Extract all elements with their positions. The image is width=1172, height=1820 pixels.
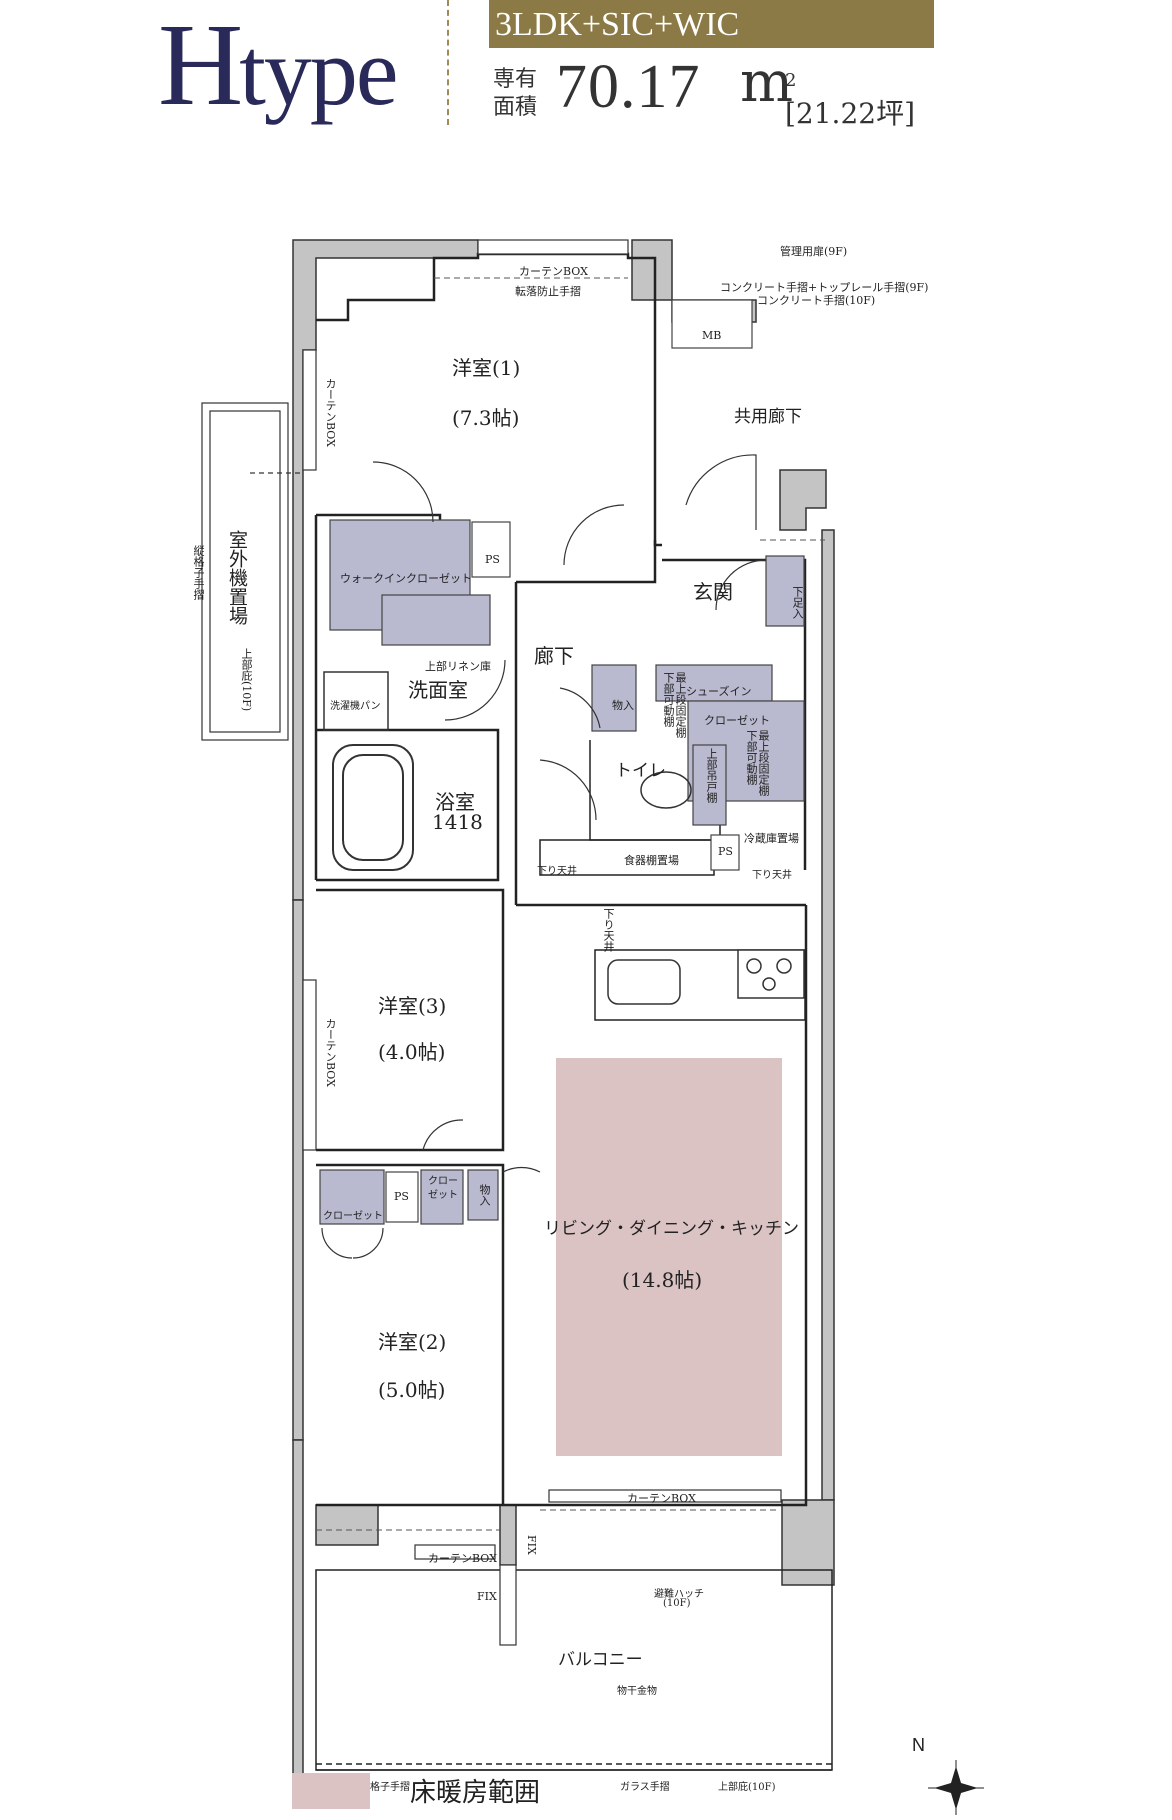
area-tsubo: [21.22坪]	[785, 97, 916, 130]
label-ps-2: PS	[718, 845, 733, 858]
type-letter: H	[158, 0, 243, 130]
legend-swatch	[292, 1773, 370, 1809]
label-shelf-1a: 最上段固定棚	[674, 672, 687, 738]
label-shelf-2b: 下部可動棚	[745, 730, 758, 785]
outdoor-unit-area	[201, 402, 303, 741]
header-divider	[447, 0, 449, 125]
room-western1-size: (7.3帖)	[452, 406, 520, 430]
label-fix-2: FIX	[525, 1535, 538, 1555]
label-shelf-2a: 下部可動棚	[662, 672, 675, 727]
room-entrance: 玄関	[693, 580, 733, 604]
room-corridor: 廊下	[534, 644, 574, 668]
label-curtain-box-left-1: カーテンBOX	[324, 378, 337, 447]
floor-heating-area	[556, 1058, 782, 1456]
label-upper-eave-left: 上部庇(10F)	[240, 648, 253, 712]
label-lowered-ceiling-1: 下り天井	[752, 870, 792, 881]
room-western1-name: 洋室(1)	[452, 356, 521, 380]
label-storage-2: 物入	[478, 1184, 491, 1206]
bathtub	[332, 744, 414, 871]
toilet-shape	[640, 771, 692, 809]
label-mb: MB	[702, 329, 722, 342]
area-label-1: 専有	[493, 67, 538, 92]
sink-shape	[607, 959, 681, 1005]
balcony-outline	[315, 1569, 833, 1771]
label-glass-rail: ガラス手摺	[620, 1782, 670, 1793]
room-toilet: トイレ	[615, 761, 666, 781]
label-shoes-in: シューズイン	[686, 685, 752, 698]
label-curtain-box-ldk: カーテンBOX	[627, 1492, 696, 1505]
room-western3-size: (4.0帖)	[378, 1040, 446, 1064]
north-label: N	[912, 1735, 925, 1755]
room-outdoor-unit: 室外機置場	[226, 530, 248, 625]
label-curtain-box-top: カーテンBOX	[519, 265, 588, 278]
label-washer-pan: 洗濯機パン	[330, 701, 381, 712]
dashed-lines	[316, 277, 825, 1531]
label-laundry-bar: 物干金物	[617, 1686, 657, 1697]
label-vert-rail-left: 縦格子手摺	[192, 545, 205, 600]
label-lowered-ceiling-2: 下り天井	[537, 866, 577, 877]
storage-areas	[319, 519, 805, 1225]
label-storage-1: 物入	[612, 699, 634, 712]
room-common-corridor: 共用廊下	[734, 407, 802, 427]
label-curtain-box-left-2: カーテンBOX	[324, 1018, 337, 1087]
label-hatch-1: 避難ハッチ	[654, 1589, 704, 1600]
layout-badge: 3LDK+SIC+WIC	[489, 0, 934, 48]
label-lowered-ceiling-3: 下り天井	[602, 908, 615, 952]
label-curtain-box-w2: カーテンBOX	[428, 1552, 497, 1565]
interior-walls	[314, 252, 808, 1507]
label-dish-shelf: 食器棚置場	[624, 854, 679, 867]
ps-boxes	[385, 299, 753, 1223]
label-closet-1: クローゼット	[704, 714, 770, 727]
label-ps-3: PS	[394, 1190, 409, 1203]
label-shelf-1b: 最上段固定棚	[757, 730, 770, 796]
area-label-2: 面積	[493, 95, 538, 120]
area-unit: m	[740, 50, 794, 115]
label-closet-2: クローゼット	[323, 1211, 383, 1222]
washer-pan-shape	[323, 671, 389, 731]
room-washroom: 洗面室	[408, 678, 468, 702]
room-western2-name: 洋室(2)	[378, 1330, 447, 1354]
stove-shape	[737, 949, 805, 999]
label-ps-1: PS	[485, 553, 500, 566]
area-unit-sup: 2	[785, 70, 797, 91]
label-footrest: 下足入	[791, 586, 804, 619]
windows	[302, 239, 782, 1646]
room-bath-size: 1418	[432, 810, 483, 834]
type-word: type	[239, 18, 398, 125]
label-closet-short-2: ゼット	[428, 1190, 458, 1201]
area-value: 70.17	[556, 53, 701, 121]
type-title: Htype	[158, 0, 399, 130]
label-fridge: 冷蔵庫置場	[744, 832, 799, 845]
label-closet-short-1: クロー	[428, 1176, 458, 1187]
label-linen: 上部リネン庫	[425, 660, 491, 673]
room-ldk-name: リビング・ダイニング・キッチン	[544, 1219, 799, 1239]
label-concrete-rail-2: コンクリート手摺(10F)	[757, 294, 876, 307]
room-bath: 浴室	[435, 790, 475, 814]
legend-label: 床暖房範囲	[410, 1778, 541, 1808]
label-hatch-2: (10F)	[663, 1598, 691, 1609]
room-western2-size: (5.0帖)	[378, 1378, 446, 1402]
label-mgmt-door: 管理用扉(9F)	[780, 245, 848, 258]
room-western3-name: 洋室(3)	[378, 994, 447, 1018]
room-ldk-size: (14.8帖)	[622, 1268, 703, 1292]
door-swings	[321, 454, 767, 1259]
label-fall-rail: 転落防止手摺	[515, 285, 581, 298]
label-fix-1: FIX	[477, 1590, 497, 1603]
room-balcony: バルコニー	[558, 1650, 643, 1670]
label-upper-shelf: 上部吊戸棚	[705, 748, 718, 803]
exterior-walls	[292, 239, 835, 1786]
label-vert-rail-bottom: 縦格子手摺	[360, 1782, 410, 1793]
label-wic: ウォークインクローゼット	[340, 572, 472, 585]
label-concrete-rail-1: コンクリート手摺+トップレール手摺(9F)	[720, 281, 929, 294]
north-compass	[928, 1760, 984, 1815]
label-upper-eave-bottom: 上部庇(10F)	[718, 1782, 776, 1793]
